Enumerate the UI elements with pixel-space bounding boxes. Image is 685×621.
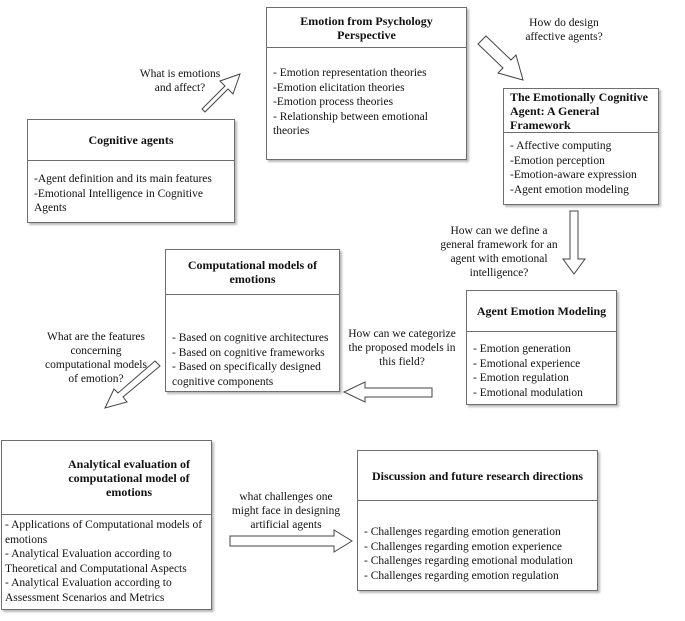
list-item: -Emotion elicitation theories	[273, 81, 405, 94]
question-framework: How can we define a general framework fo…	[440, 225, 558, 279]
cognitive-agents-box: Cognitive agents -Agent definition and i…	[27, 119, 235, 223]
question-features: What are the features concerning computa…	[45, 331, 147, 385]
framework-items: - Affective computing -Emotion perceptio…	[504, 133, 658, 197]
question-challenges: what challenges one might face in design…	[231, 491, 341, 531]
psychology-title: Emotion from Psychology Perspective	[267, 8, 466, 48]
cognitive-agents-title: Cognitive agents	[28, 120, 234, 161]
list-item: - Relationship between emotional theorie…	[273, 110, 428, 138]
arrow-to-computational	[342, 381, 433, 403]
psychology-box: Emotion from Psychology Perspective - Em…	[266, 7, 467, 160]
psychology-items: - Emotion representation theories -Emoti…	[267, 48, 466, 139]
list-item: - Challenges regarding emotion generatio…	[364, 526, 561, 538]
list-item: - Analytical Evaluation according to The…	[5, 548, 187, 575]
arrow-to-psychology	[201, 73, 241, 113]
list-item: - Emotion regulation	[473, 372, 569, 384]
discussion-box: Discussion and future research direction…	[357, 450, 598, 591]
list-item: -Agent emotion modeling	[510, 183, 629, 196]
arrow-to-discussion	[229, 529, 353, 553]
discussion-items: - Challenges regarding emotion generatio…	[358, 501, 597, 583]
list-item: - Challenges regarding emotional modulat…	[364, 555, 573, 567]
computational-items: - Based on cognitive architectures - Bas…	[166, 295, 339, 389]
list-item: -Emotion perception	[510, 154, 605, 167]
computational-title: Computational models of emotions	[166, 250, 339, 295]
agent-modeling-items: - Emotion generation - Emotional experie…	[467, 332, 616, 400]
list-item: -Emotion process theories	[273, 96, 394, 108]
framework-box: The Emotionally Cognitive Agent: A Gener…	[503, 88, 659, 205]
arrow-to-framework	[477, 35, 524, 81]
list-item: - Emotion generation	[473, 343, 571, 355]
list-item: -Emotion-aware expression	[510, 169, 637, 181]
list-item: - Based on cognitive frameworks	[172, 346, 325, 359]
arrow-to-agent-modeling	[562, 210, 586, 275]
question-design: How do design affective agents?	[525, 17, 603, 43]
list-item: - Based on specifically designed cogniti…	[172, 361, 321, 388]
list-item: - Emotional modulation	[473, 386, 583, 399]
list-item: - Based on cognitive architectures	[172, 332, 329, 344]
framework-title: The Emotionally Cognitive Agent: A Gener…	[504, 89, 658, 133]
analytical-box: Analytical evaluation of computational m…	[1, 440, 212, 610]
list-item: - Emotional experience	[473, 357, 581, 370]
list-item: - Challenges regarding emotion experienc…	[364, 540, 562, 553]
cognitive-agents-items: -Agent definition and its main features …	[28, 161, 234, 216]
list-item: - Affective computing	[510, 140, 612, 152]
analytical-title: Analytical evaluation of computational m…	[2, 441, 211, 515]
list-item: - Emotion representation theories	[273, 67, 427, 79]
question-emotions: What is emotions and affect?	[139, 68, 221, 94]
analytical-items: - Applications of Computational models o…	[2, 515, 211, 605]
list-item: - Analytical Evaluation according to Ass…	[5, 577, 172, 604]
arrow-to-analytical	[104, 360, 161, 409]
list-item: -Agent definition and its main features	[34, 173, 212, 185]
agent-modeling-title: Agent Emotion Modeling	[467, 291, 616, 332]
list-item: - Challenges regarding emotion regulatio…	[364, 569, 559, 582]
list-item: - Applications of Computational models o…	[5, 519, 203, 546]
agent-modeling-box: Agent Emotion Modeling - Emotion generat…	[466, 290, 617, 405]
computational-box: Computational models of emotions - Based…	[165, 249, 340, 392]
question-categorize: How can we categorize the proposed model…	[348, 328, 456, 368]
list-item: -Emotional Intelligence in Cognitive Age…	[34, 187, 203, 215]
discussion-title: Discussion and future research direction…	[358, 451, 597, 501]
